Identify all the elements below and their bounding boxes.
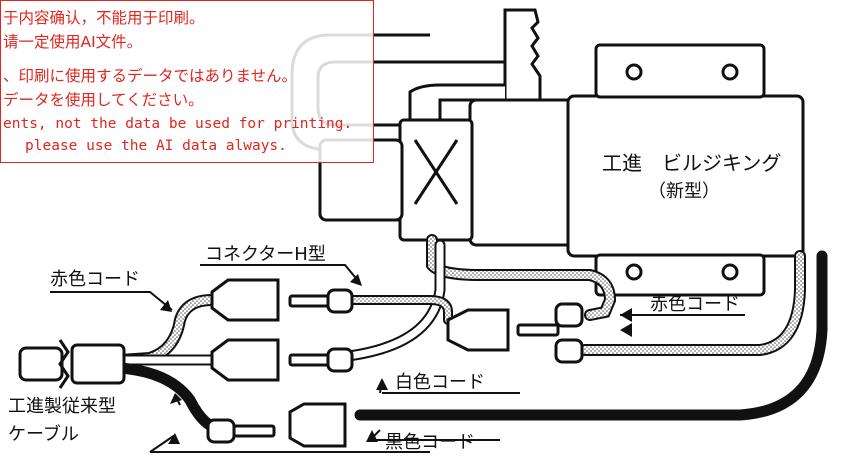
arrow-icon — [376, 378, 388, 390]
arrow-icon — [366, 430, 378, 442]
print-warning-notice: 于内容确认，不能用于印刷。 请一定使用AI文件。 、印刷に使用するデータではあり… — [0, 0, 374, 163]
notice-line: 于内容确认，不能用于印刷。 — [3, 9, 205, 27]
white-cord-label: 白色コード — [395, 372, 485, 393]
notice-line: データを使用してください。 — [3, 91, 204, 109]
red-cord-left-label: 赤色コード — [50, 269, 140, 290]
arrow-icon — [160, 300, 172, 312]
screw-hole-icon — [721, 63, 739, 81]
switch-block — [398, 118, 474, 242]
black-cord-label: 黒色コード — [385, 432, 475, 453]
legacy-cable-label-line2: ケーブル — [8, 423, 79, 445]
mount-bracket-bottom — [594, 253, 766, 297]
legacy-cable-jacket — [18, 339, 126, 389]
notice-line: please use the AI data always. — [25, 138, 287, 154]
connector-white-female — [210, 338, 354, 382]
arrow-heads — [160, 274, 632, 444]
connector-label: コネクターH型 — [205, 244, 326, 265]
screw-hole-icon — [625, 263, 643, 281]
pump-name-label: 工進 ビルジキング — [602, 151, 781, 175]
notice-line: 请一定使用AI文件。 — [3, 33, 143, 51]
arrow-icon — [170, 393, 182, 404]
notice-line: 、印刷に使用するデータではありません。 — [3, 67, 298, 85]
arrow-icon — [350, 274, 362, 286]
connector-red-right — [446, 302, 584, 364]
mount-bracket-top — [594, 43, 766, 99]
cables — [114, 234, 828, 436]
notice-line: ents, not the data be used for printing. — [3, 116, 353, 132]
red-cord-right-label: 赤色コード — [650, 294, 740, 315]
screw-hole-icon — [625, 63, 643, 81]
arrow-icon — [620, 323, 632, 337]
arrow-icon — [168, 433, 180, 444]
legacy-cable-label-line1: 工進製従来型 — [8, 396, 116, 417]
pump-model-label: （新型） — [648, 181, 720, 202]
connector-black-male — [206, 402, 347, 448]
screw-hole-icon — [721, 263, 739, 281]
arrow-icon — [620, 308, 632, 322]
connector-red-left-female — [210, 278, 354, 322]
x-mark-icon — [413, 139, 459, 205]
